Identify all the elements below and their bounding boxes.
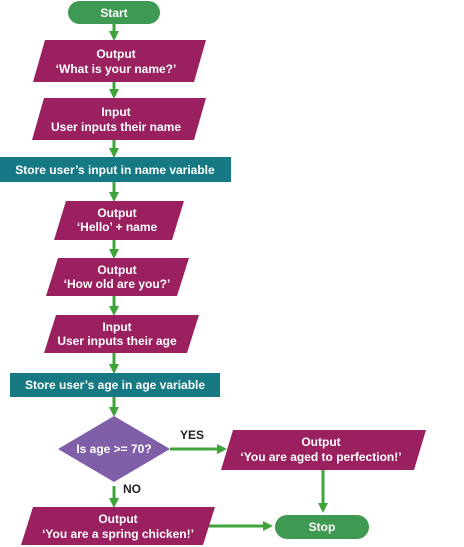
output1-shape [33, 40, 206, 82]
output3-title: Output [97, 263, 136, 277]
store2-text: Store user’s age in age variable [25, 378, 205, 392]
process-store-name: Store user’s input in name variable [0, 157, 231, 182]
output-yes-shape [221, 430, 426, 470]
output-what-is-your-name: Output ‘What is your name?’ [33, 40, 206, 82]
input2-title: Input [102, 320, 131, 334]
decision-text: Is age >= 70? [76, 442, 151, 456]
connectors [109, 24, 328, 531]
process-store-age: Store user’s age in age variable [10, 373, 220, 397]
output-spring-chicken: Output ‘You are a spring chicken!’ [21, 507, 215, 545]
output1-title: Output [96, 47, 135, 61]
stop-shape [275, 515, 369, 539]
output1-text: ‘What is your name?’ [56, 62, 177, 76]
decision-shape [58, 416, 170, 482]
start-terminal: Start [68, 1, 160, 24]
stop-terminal: Stop [275, 515, 369, 539]
output-how-old: Output ‘How old are you?’ [46, 258, 189, 296]
input-user-name: Input User inputs their name [32, 98, 206, 140]
stop-label: Stop [309, 520, 336, 534]
no-label: NO [123, 482, 141, 496]
output-hello-name: Output ‘Hello’ + name [54, 201, 184, 240]
start-shape [68, 1, 160, 24]
output3-shape [46, 258, 189, 296]
yes-label: YES [180, 428, 204, 442]
output-no-text: ‘You are a spring chicken!’ [42, 527, 194, 541]
output-no-title: Output [98, 512, 137, 526]
output-no-shape [21, 507, 215, 545]
input2-text: User inputs their age [57, 334, 177, 348]
input1-text: User inputs their name [51, 120, 181, 134]
input1-shape [32, 98, 206, 140]
store1-text: Store user’s input in name variable [15, 163, 215, 177]
start-label: Start [100, 6, 127, 20]
input1-title: Input [101, 105, 130, 119]
output3-text: ‘How old are you?’ [64, 277, 171, 291]
store1-shape [0, 157, 231, 182]
decision-age-check: Is age >= 70? [58, 416, 170, 482]
output2-text: ‘Hello’ + name [77, 220, 158, 234]
output-aged-to-perfection: Output ‘You are aged to perfection!’ [221, 430, 426, 470]
output2-title: Output [97, 206, 136, 220]
input2-shape [44, 315, 199, 353]
output-yes-title: Output [301, 435, 340, 449]
output2-shape [54, 201, 184, 240]
input-user-age: Input User inputs their age [44, 315, 199, 353]
store2-shape [10, 373, 220, 397]
output-yes-text: ‘You are aged to perfection!’ [240, 450, 401, 464]
